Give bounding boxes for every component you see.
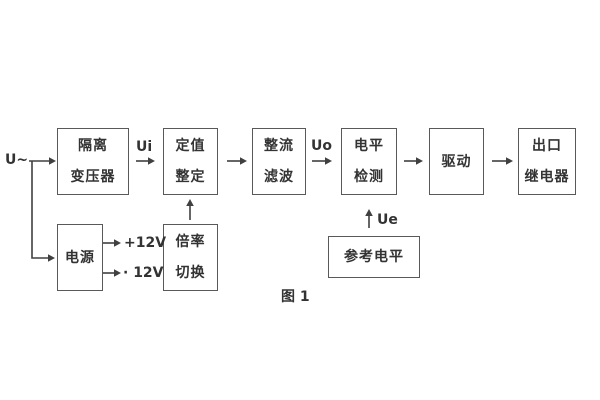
block-driver: 驱动 <box>429 128 484 195</box>
block-ratio-switch: 倍率 切换 <box>163 224 218 291</box>
block-label: 电源 <box>65 249 95 266</box>
block-label: 检测 <box>354 169 384 185</box>
wire-uo <box>312 157 332 165</box>
block-setpoint-setting: 定值 整定 <box>163 128 218 195</box>
block-isolation-transformer: 隔离 变压器 <box>57 128 129 195</box>
label-minus-12v: · 12V <box>123 265 164 281</box>
wire-plus12 <box>103 239 121 247</box>
label-input-voltage: U~ <box>5 152 29 168</box>
wire-minus12 <box>103 269 121 277</box>
wire-ui <box>136 157 155 165</box>
block-label: 定值 <box>175 138 206 154</box>
block-label: 继电器 <box>524 169 570 185</box>
wire-driver-relay <box>492 157 513 165</box>
block-power-supply: 电源 <box>57 224 103 291</box>
block-label: 倍率 <box>175 234 206 250</box>
block-label: 驱动 <box>441 153 472 170</box>
block-label: 变压器 <box>70 169 116 185</box>
block-label: 整流 <box>264 138 294 154</box>
block-label: 电平 <box>354 138 384 154</box>
block-label: 隔离 <box>78 138 108 154</box>
block-label: 参考电平 <box>344 249 404 265</box>
block-label: 切换 <box>175 265 206 281</box>
block-label: 整定 <box>175 169 206 185</box>
block-level-detection: 电平 检测 <box>341 128 397 195</box>
wire-ue <box>365 209 373 228</box>
block-reference-level: 参考电平 <box>328 236 420 278</box>
block-rectifier-filter: 整流 滤波 <box>252 128 306 195</box>
label-plus-12v: +12V <box>124 235 167 251</box>
block-label: 出口 <box>532 138 562 154</box>
wire-level-driver <box>404 157 423 165</box>
block-label: 滤波 <box>264 169 294 185</box>
label-ui: Ui <box>136 139 153 155</box>
label-uo: Uo <box>311 138 332 154</box>
wire-ratio-setpoint <box>186 199 194 220</box>
wire-setpoint-rectifier <box>227 157 247 165</box>
wire-input <box>29 157 56 262</box>
block-output-relay: 出口 继电器 <box>518 128 576 195</box>
figure-caption: 图 1 <box>281 289 310 305</box>
label-ue: Ue <box>377 212 398 228</box>
